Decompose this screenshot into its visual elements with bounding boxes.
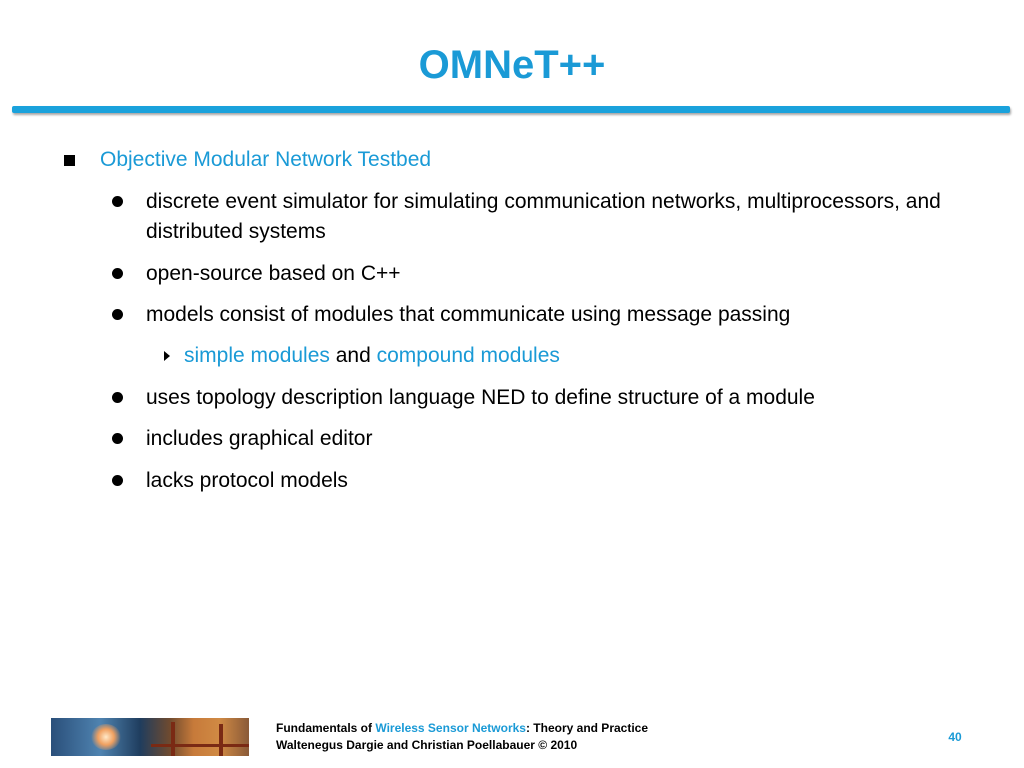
- square-bullet-icon: [64, 155, 75, 166]
- footer-book-title: Wireless Sensor Networks: [375, 721, 526, 735]
- bullet-text: discrete event simulator for simulating …: [146, 190, 941, 243]
- page-number: 40: [948, 730, 962, 744]
- title-underline: [12, 106, 1010, 113]
- sub-bullet-connector: and: [329, 344, 377, 367]
- round-bullet-icon: [112, 433, 123, 444]
- bullet-text: open-source based on C++: [146, 262, 401, 285]
- bullet-text: includes graphical editor: [146, 427, 373, 450]
- footer-citation: Fundamentals of Wireless Sensor Networks…: [276, 720, 648, 754]
- eye-glow-graphic: [91, 724, 121, 750]
- simple-modules-term: simple modules: [184, 344, 330, 367]
- level1-text: Objective Modular Network Testbed: [100, 148, 432, 171]
- footer-line-1: Fundamentals of Wireless Sensor Networks…: [276, 720, 648, 737]
- bridge-tower-graphic: [171, 722, 175, 756]
- footer-prefix: Fundamentals of: [276, 721, 376, 735]
- sub-bullet-text: simple modules and compound modules: [184, 341, 560, 371]
- round-bullet-icon: [112, 268, 123, 279]
- bullet-text: uses topology description language NED t…: [146, 386, 815, 409]
- compound-modules-term: compound modules: [376, 344, 560, 367]
- triangle-bullet-icon: [164, 351, 170, 361]
- footer-line-2: Waltenegus Dargie and Christian Poellaba…: [276, 738, 578, 752]
- round-bullet-icon: [112, 475, 123, 486]
- footer-banner-image: [51, 718, 249, 756]
- bullet-text: models consist of modules that communica…: [146, 303, 791, 326]
- bridge-deck-graphic: [151, 744, 249, 747]
- footer-suffix: : Theory and Practice: [525, 721, 649, 735]
- bridge-tower-graphic: [219, 724, 223, 756]
- round-bullet-icon: [112, 392, 123, 403]
- round-bullet-icon: [112, 309, 123, 320]
- round-bullet-icon: [112, 196, 123, 207]
- slide-title: OMNeT++: [418, 43, 606, 87]
- bullet-text: lacks protocol models: [146, 469, 348, 492]
